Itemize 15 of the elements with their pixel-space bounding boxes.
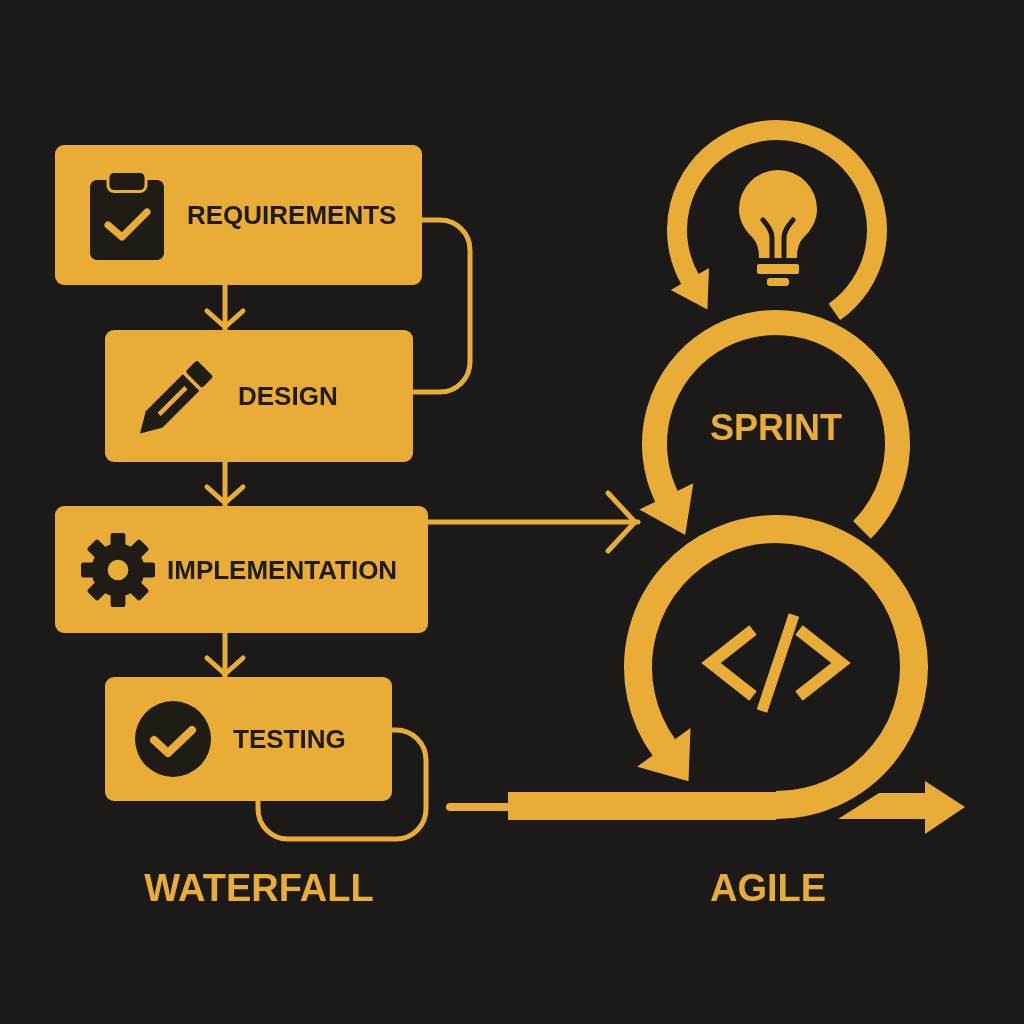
process-box: [105, 330, 413, 462]
process-box: [55, 506, 428, 633]
arrow: [204, 630, 246, 680]
step-title: IMPLEMENTATION: [167, 556, 398, 583]
process-box: [55, 145, 422, 285]
arrow: [204, 459, 246, 509]
step-title: DESIGN: [238, 383, 338, 409]
section-label: WATERFALL: [144, 869, 374, 907]
step-title: REQUIREMENTS: [187, 202, 397, 228]
connector-line: [255, 727, 429, 842]
arrow: [204, 282, 246, 333]
section-label: AGILE: [709, 869, 827, 907]
ring-label: SPRINT: [710, 410, 842, 446]
step-title: TESTING: [233, 726, 346, 752]
process-box: [105, 677, 392, 801]
